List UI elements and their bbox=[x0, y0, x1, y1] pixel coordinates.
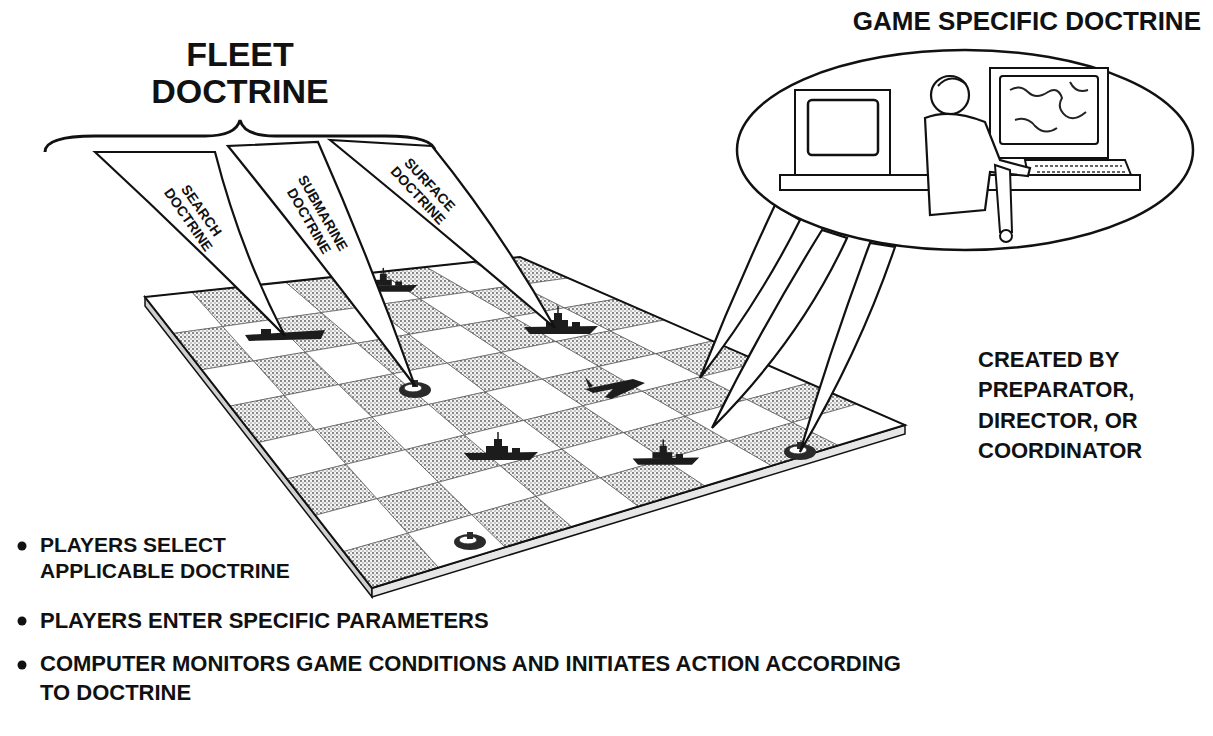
bubble-outline bbox=[737, 50, 1193, 250]
bullet-dot bbox=[18, 542, 27, 551]
bullet-text: PLAYERS SELECT APPLICABLE DOCTRINE bbox=[40, 532, 340, 585]
submarine-piece bbox=[454, 532, 486, 550]
bullet-text: PLAYERS ENTER SPECIFIC PARAMETERS bbox=[40, 607, 940, 635]
note-text: CREATED BY PREPARATOR, DIRECTOR, OR COOR… bbox=[978, 345, 1158, 466]
group-heading: GAME SPECIFIC DOCTRINE bbox=[853, 6, 1201, 37]
ship-piece bbox=[464, 432, 538, 460]
board-side bbox=[372, 425, 905, 597]
callout-wedge bbox=[330, 140, 555, 328]
operator-figure bbox=[780, 68, 1140, 242]
group-heading: FLEET DOCTRINE bbox=[151, 36, 329, 109]
aircraft-piece bbox=[585, 377, 645, 399]
callout-wedge bbox=[800, 243, 895, 452]
bullet-dot bbox=[18, 661, 27, 670]
submarine-piece bbox=[399, 380, 431, 398]
bullet-text: COMPUTER MONITORS GAME CONDITIONS AND IN… bbox=[40, 650, 920, 707]
ship-piece bbox=[633, 440, 700, 465]
bullet-dot bbox=[18, 617, 27, 626]
